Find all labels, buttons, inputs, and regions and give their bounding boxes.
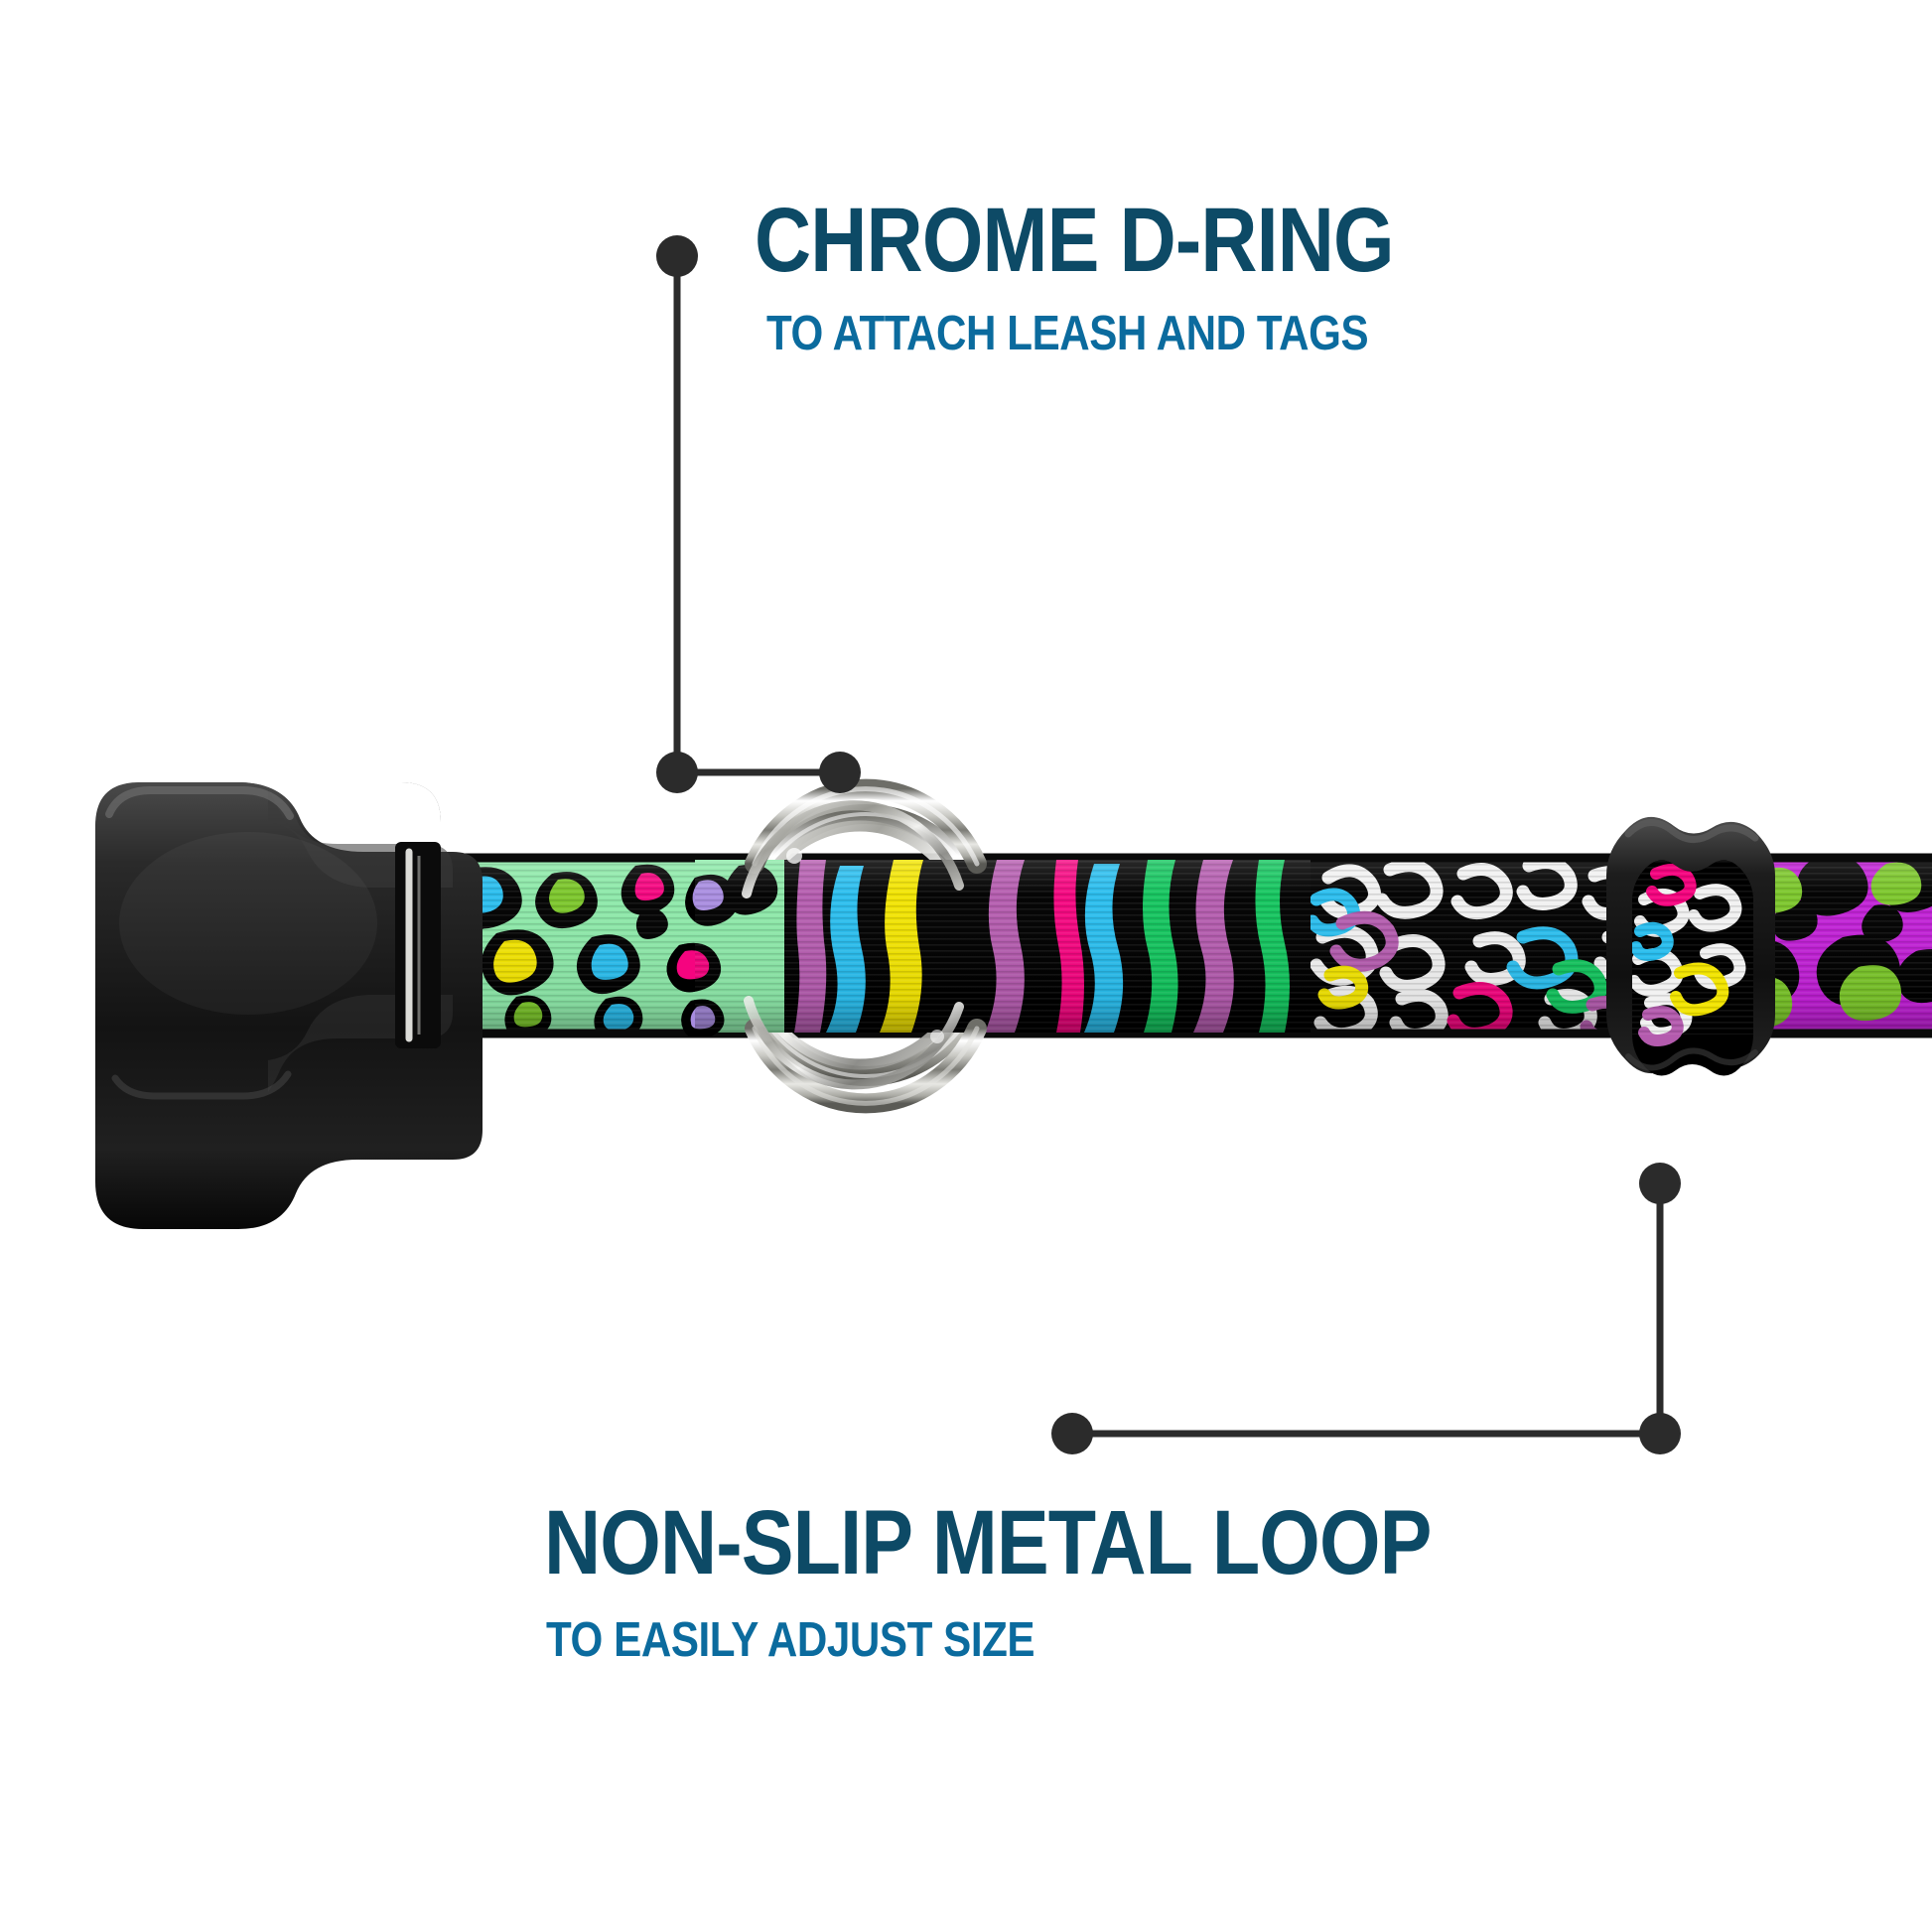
- callout-subtitle-chrome-d-ring: TO ATTACH LEASH AND TAGS: [766, 307, 1369, 360]
- callout-non-slip-metal-loop: NON-SLIP METAL LOOP TO EASILY ADJUST SIZ…: [544, 1497, 1576, 1665]
- side-release-buckle: [95, 782, 483, 1229]
- d-ring: [666, 778, 1311, 1114]
- slider-loop: [1606, 816, 1775, 1076]
- callout-subtitle-non-slip-metal-loop: TO EASILY ADJUST SIZE: [546, 1613, 1035, 1667]
- callout-chrome-d-ring: CHROME D-RING TO ATTACH LEASH AND TAGS: [755, 195, 1498, 358]
- callout-title-non-slip-metal-loop: NON-SLIP METAL LOOP: [544, 1492, 1432, 1593]
- callout-title-chrome-d-ring: CHROME D-RING: [755, 190, 1395, 291]
